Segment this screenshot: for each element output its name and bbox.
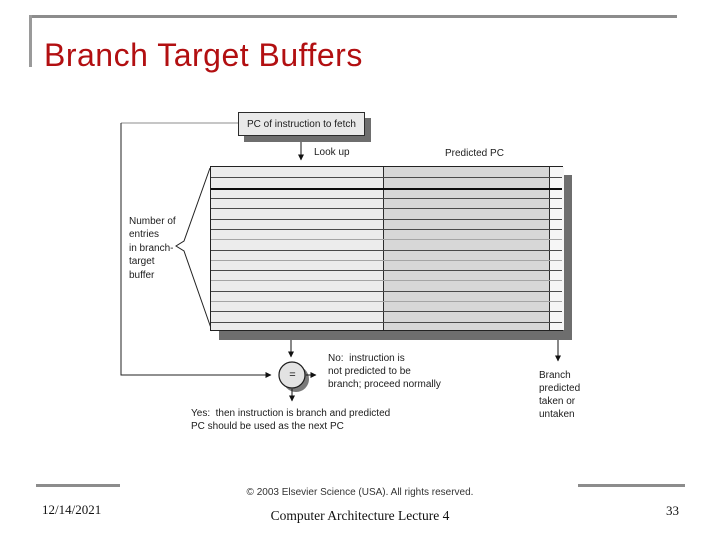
footer-date: 12/14/2021 (42, 502, 102, 517)
entries-count-label: Number of entries in branch- target buff… (129, 216, 176, 281)
buffer-row-separator (211, 259, 562, 261)
buffer-row-separator (211, 239, 562, 241)
buffer-row-separator (211, 177, 562, 179)
branch-target-buffer-table (210, 166, 564, 331)
predicted-pc-label: Predicted PC (445, 148, 504, 159)
look-up-label: Look up (314, 147, 350, 158)
title-accent-line (29, 15, 32, 67)
buffer-row-separator (211, 218, 562, 220)
predicted-pc-column (383, 167, 549, 330)
yes-branch-text: Yes: then instruction is branch and pred… (191, 408, 391, 432)
buffer-row-separator (211, 290, 562, 292)
no-branch-text: No: instruction is not predicted to be b… (328, 353, 441, 390)
entries-bracket (175, 167, 213, 332)
buffer-row-separator (211, 249, 562, 251)
buffer-row-separator (211, 208, 562, 210)
branch-outcome-text: Branch predicted taken or untaken (539, 370, 581, 420)
buffer-row-separator (211, 321, 562, 323)
buffer-row-separator (211, 270, 562, 272)
footer-divider-left (36, 484, 120, 487)
buffer-row-separator (211, 280, 562, 282)
equals-label: = (289, 369, 296, 381)
footer-page-number: 33 (666, 503, 679, 518)
buffer-row-separator (211, 197, 562, 199)
copyright-credit: © 2003 Elsevier Science (USA). All right… (246, 487, 474, 498)
pc-fetch-box-label: PC of instruction to fetch (247, 118, 356, 130)
top-border-line (29, 15, 677, 18)
footer-divider-right (578, 484, 685, 487)
buffer-row-separator (211, 301, 562, 303)
buffer-row-separator (211, 228, 562, 230)
page-title: Branch Target Buffers (44, 37, 363, 73)
buffer-row-separator (211, 187, 562, 190)
footer-lecture-title: Computer Architecture Lecture 4 (270, 508, 450, 523)
pc-fetch-box: PC of instruction to fetch (238, 112, 365, 136)
tag-column (549, 167, 564, 330)
lookup-pc-column (211, 167, 383, 330)
buffer-row-separator (211, 311, 562, 313)
